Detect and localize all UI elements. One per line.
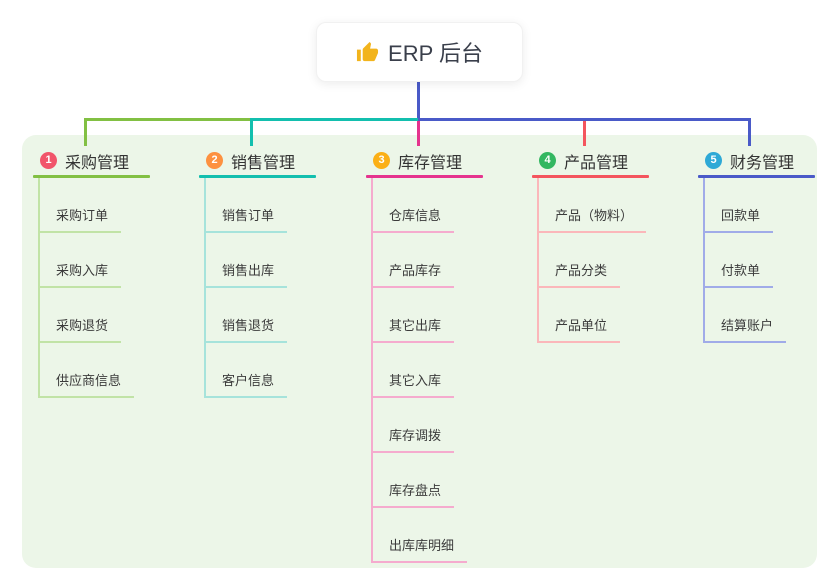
branch-sales-node[interactable]: 2 销售管理 [199,149,369,172]
branch-number-badge: 4 [539,152,556,169]
connector-drop-procurement [84,118,87,146]
child-node[interactable]: 出库库明细 [373,535,468,563]
child-node[interactable]: 客户信息 [206,370,288,398]
child-node[interactable]: 库存盘点 [373,480,455,508]
child-node[interactable]: 其它入库 [373,370,455,398]
child-node[interactable]: 采购入库 [40,260,122,288]
branch-children-spine: 采购订单 采购入库 采购退货 供应商信息 [38,178,203,398]
root-node[interactable]: ERP 后台 [316,22,523,82]
child-node[interactable]: 产品单位 [539,315,621,343]
child-node[interactable]: 产品库存 [373,260,455,288]
branch-label: 财务管理 [730,154,795,172]
branch-finance: 5 财务管理 回款单 付款单 结算账户 [698,149,839,343]
branch-label: 销售管理 [231,154,296,172]
root-node-label: ERP 后台 [388,41,483,66]
branch-inventory-node[interactable]: 3 库存管理 [366,149,536,172]
child-node[interactable]: 付款单 [705,260,774,288]
branch-label: 产品管理 [564,154,629,172]
branch-underline [698,175,815,178]
child-node[interactable]: 库存调拨 [373,425,455,453]
branch-underline [532,175,649,178]
branch-product-node[interactable]: 4 产品管理 [532,149,702,172]
child-node[interactable]: 产品（物料） [539,205,647,233]
branch-underline [33,175,150,178]
branch-children-spine: 仓库信息 产品库存 其它出库 其它入库 库存调拨 库存盘点 出库库明细 [371,178,536,563]
connector-bus-sales [251,118,418,121]
branch-number-badge: 5 [705,152,722,169]
child-node[interactable]: 采购订单 [40,205,122,233]
branch-number-badge: 2 [206,152,223,169]
branch-inventory: 3 库存管理 仓库信息 产品库存 其它出库 其它入库 库存调拨 库存盘点 出库库… [366,149,536,563]
branches-background-panel [22,135,817,568]
child-node[interactable]: 销售订单 [206,205,288,233]
child-node[interactable]: 仓库信息 [373,205,455,233]
branch-procurement-node[interactable]: 1 采购管理 [33,149,203,172]
child-node[interactable]: 其它出库 [373,315,455,343]
connector-drop-finance [748,118,751,146]
branch-children-spine: 销售订单 销售出库 销售退货 客户信息 [204,178,369,398]
child-node[interactable]: 回款单 [705,205,774,233]
child-node[interactable]: 销售退货 [206,315,288,343]
child-node[interactable]: 产品分类 [539,260,621,288]
connector-drop-sales [250,118,253,146]
thumbs-up-icon [356,41,379,61]
connector-drop-inventory [417,121,420,146]
connector-root-vertical [417,81,420,122]
connector-bus-procurement [84,118,253,121]
branch-sales: 2 销售管理 销售订单 销售出库 销售退货 客户信息 [199,149,369,398]
branch-label: 采购管理 [65,154,130,172]
branch-underline [199,175,316,178]
branch-children-spine: 回款单 付款单 结算账户 [703,178,839,343]
branch-finance-node[interactable]: 5 财务管理 [698,149,839,172]
child-node[interactable]: 销售出库 [206,260,288,288]
child-node[interactable]: 结算账户 [705,315,787,343]
branch-children-spine: 产品（物料） 产品分类 产品单位 [537,178,702,343]
branch-procurement: 1 采购管理 采购订单 采购入库 采购退货 供应商信息 [33,149,203,398]
child-node[interactable]: 采购退货 [40,315,122,343]
branch-label: 库存管理 [398,154,463,172]
child-node[interactable]: 供应商信息 [40,370,135,398]
branch-product: 4 产品管理 产品（物料） 产品分类 产品单位 [532,149,702,343]
branch-number-badge: 1 [40,152,57,169]
connector-bus-right [418,118,751,121]
branch-number-badge: 3 [373,152,390,169]
connector-drop-product [583,121,586,146]
branch-underline [366,175,483,178]
